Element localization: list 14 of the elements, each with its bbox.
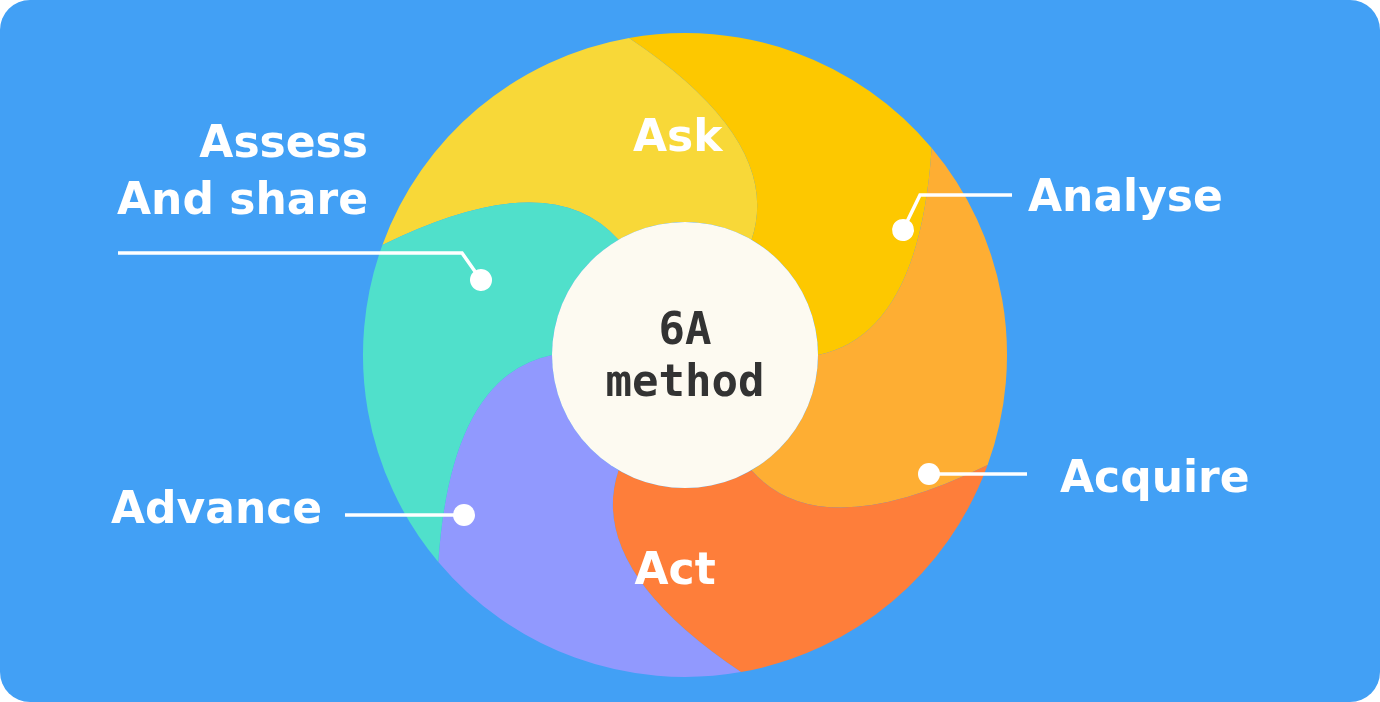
leader-line <box>918 463 1027 485</box>
step-label: Advance <box>111 478 323 536</box>
step-label: Acquire <box>1060 447 1250 505</box>
leader-line <box>892 193 1012 241</box>
leader-line <box>345 504 475 526</box>
step-label: Assess And share <box>98 113 368 227</box>
segment-label: Act <box>634 541 716 596</box>
segment <box>382 37 758 245</box>
center-title: 6A method <box>604 303 766 407</box>
step-label: Analyse <box>1028 166 1223 224</box>
leader-line <box>118 251 492 291</box>
segment-label: Ask <box>633 108 723 163</box>
segment <box>629 33 932 355</box>
segment <box>612 465 988 673</box>
